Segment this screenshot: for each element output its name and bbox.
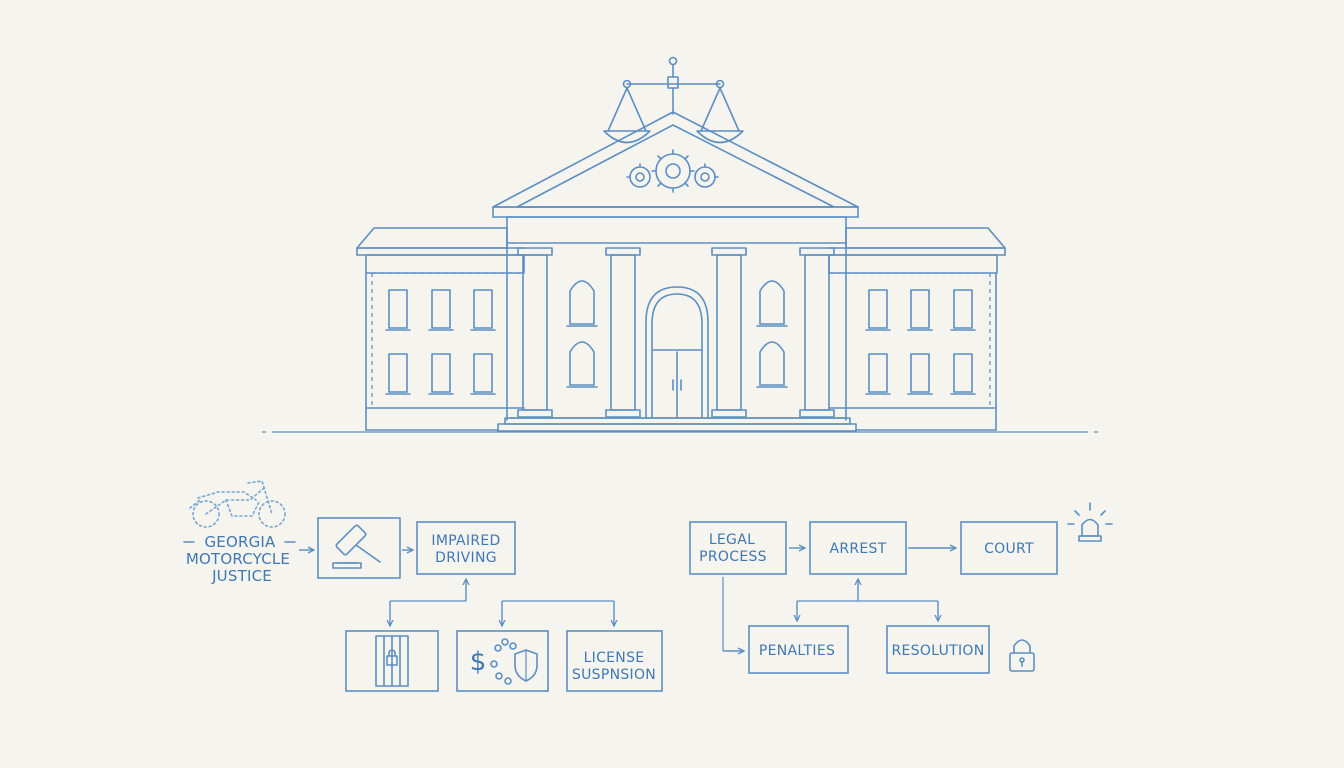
brand-block: GEORGIA MOTORCYCLE JUSTICE: [183, 480, 296, 585]
license-suspension-line-2: SUSPNSION: [572, 667, 656, 683]
resolution-label: RESOLUTION: [891, 643, 984, 659]
chain-icon: [490, 638, 517, 685]
impaired-driving-node: IMPAIRED DRIVING: [416, 521, 516, 575]
gears-icon: [626, 149, 719, 193]
impaired-driving-line-2: DRIVING: [435, 550, 497, 566]
alarm-light-icon: [1067, 502, 1113, 542]
jail-node: [345, 630, 439, 692]
license-suspension-line-1: LICENSE: [584, 650, 645, 666]
left-wing: [356, 227, 525, 431]
resolution-node: RESOLUTION: [886, 625, 990, 674]
lock-icon: [1009, 639, 1035, 672]
right-connectors: [722, 577, 938, 651]
gavel-icon: [332, 524, 381, 569]
gavel-node: [317, 517, 401, 579]
penalties-label: PENALTIES: [759, 643, 835, 659]
central-block: [497, 242, 857, 432]
fines-node: $: [456, 630, 549, 692]
arrest-label: ARREST: [829, 541, 886, 557]
legal-process-node: LEGAL PROCESS: [689, 521, 787, 575]
impaired-driving-line-1: IMPAIRED: [431, 533, 500, 549]
legal-process-line-2: PROCESS: [699, 549, 767, 565]
brand-line-1: GEORGIA: [204, 533, 276, 551]
jail-bars-icon: [375, 635, 409, 687]
dollar-icon: $: [470, 647, 487, 677]
penalties-node: PENALTIES: [748, 625, 849, 674]
courthouse-illustration: [262, 56, 1098, 433]
wing-windows: [385, 289, 976, 395]
legal-process-line-1: LEGAL: [709, 532, 755, 548]
license-suspension-node: LICENSE SUSPNSION: [566, 630, 663, 692]
court-label: COURT: [984, 541, 1034, 557]
right-wing: [828, 227, 1006, 431]
left-connectors: [390, 579, 614, 626]
brand-line-3: JUSTICE: [211, 567, 272, 585]
motorcycle-icon: [189, 480, 286, 528]
court-node: COURT: [960, 521, 1058, 575]
arrest-node: ARREST: [809, 521, 907, 575]
scales-of-justice-icon: [603, 56, 744, 144]
brand-line-2: MOTORCYCLE: [186, 550, 290, 568]
